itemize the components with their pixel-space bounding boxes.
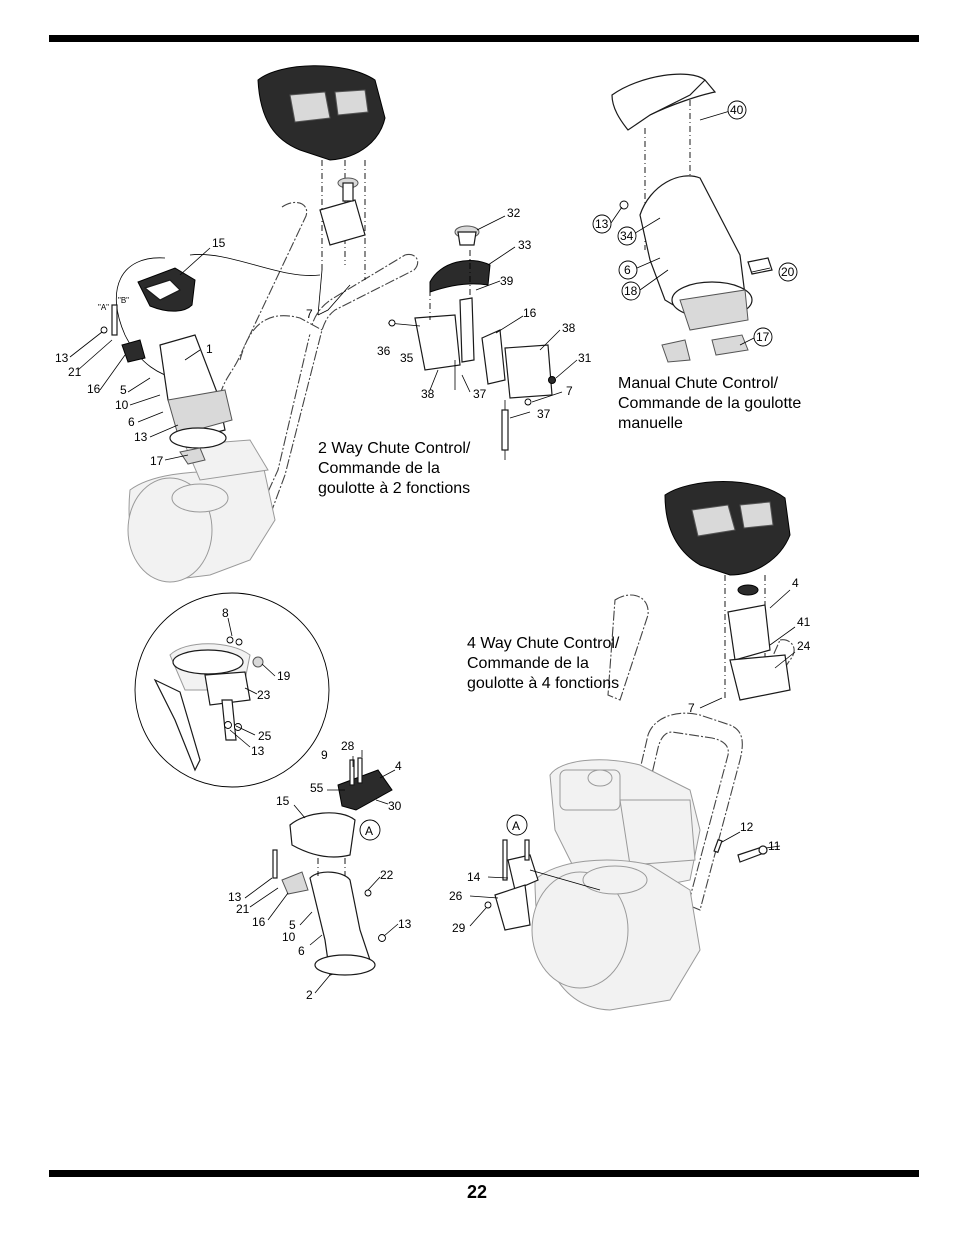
callout: 16 [252,915,266,929]
callout: 13 [595,217,609,231]
callout: 38 [562,321,576,335]
callout: 21 [236,902,250,916]
callout: 19 [277,669,291,683]
callout: 20 [781,265,795,279]
callout: 11 [768,839,781,853]
callout: 29 [452,921,466,935]
callout: 10 [115,398,129,412]
callout: 10 [282,930,296,944]
caption-two-way-line-2: Commande de la [318,460,440,477]
callout: 12 [740,820,754,834]
callout: 15 [276,794,290,808]
four-way-actuator [727,604,771,661]
callouts-inset: 8 19 23 25 13 [222,606,291,758]
callout: 26 [449,889,463,903]
caption-two-way-line-3: goulotte à 2 fonctions [318,480,470,497]
callouts-four-way-chute: 9 28 4 55 30 15 22 13 21 16 5 10 6 13 2 [228,739,412,1002]
callout: 22 [380,868,394,882]
callout: 33 [518,238,532,252]
callout: 13 [398,917,412,931]
caption-manual-line-3: manuelle [618,415,683,432]
caption-manual-line-1: Manual Chute Control/ [618,375,779,392]
caption-four-way-line-2: Commande de la [467,655,589,672]
callout: 17 [756,330,770,344]
callout: 41 [797,615,811,629]
callout: 7 [306,307,313,321]
callout: 23 [257,688,271,702]
callout: 5 [120,383,127,397]
callout: 4 [395,759,402,773]
two-way-control-box [319,199,366,246]
callouts-two-way-assembly: 15 13 21 16 5 1 10 6 13 17 7 [55,236,313,468]
callout: 35 [400,351,414,365]
page-number: 22 [466,1182,488,1202]
four-way-assembly [469,481,796,1011]
callout: 36 [377,344,391,358]
caption-two-way-line-1: 2 Way Chute Control/ [318,440,471,457]
callouts-two-way-detail: 32 33 39 16 38 36 35 31 38 37 7 37 [377,206,592,421]
callout: 16 [523,306,537,320]
four-way-chute [244,750,399,994]
label-b-quote: "B" [118,296,129,305]
top-rule [49,35,919,42]
caption-manual-line-2: Commande de la goulotte [618,395,801,412]
four-way-deflector [289,812,356,858]
callout: 16 [87,382,101,396]
callout: 5 [289,918,296,932]
two-way-assembly [69,65,419,583]
callout: 8 [222,606,229,620]
detail-a-circle-center [359,819,381,841]
two-way-detail [387,215,578,460]
caption-four-way-line-1: 4 Way Chute Control/ [467,635,620,652]
callout: 7 [688,701,695,715]
callout: 13 [251,744,265,758]
callout: 24 [797,639,811,653]
callouts-four-way-assembly: 4 41 24 7 12 11 14 26 29 [449,576,811,935]
callout: 4 [792,576,799,590]
manual-deflector [611,73,717,131]
callout: 9 [321,748,328,762]
callout: 1 [206,342,213,356]
callout: 7 [566,384,573,398]
caption-four-way-line-3: goulotte à 4 fonctions [467,675,619,692]
callout: 14 [467,870,481,884]
callout: 18 [624,284,638,298]
callout: 37 [473,387,487,401]
callout: 2 [306,988,313,1002]
bottom-rule [49,1170,919,1177]
detail-marker-a-center: A [365,824,373,838]
callout: 40 [730,103,744,117]
callout: 17 [150,454,164,468]
label-a-quote: "A" [98,303,109,312]
inset-detail [134,592,330,788]
callout: 15 [212,236,226,250]
callout: 13 [134,430,148,444]
detail-marker-a-right: A [512,819,520,833]
callout: 37 [537,407,551,421]
callouts-manual: 40 13 34 6 18 20 17 [595,103,795,344]
callout: 55 [310,781,324,795]
plate-left [414,314,461,371]
callout: 6 [128,415,135,429]
callout: 6 [624,263,631,277]
callout: 28 [341,739,355,753]
callout: 38 [421,387,435,401]
callout: 13 [55,351,69,365]
detail-markers: A A "A" "B" [98,296,520,838]
callout: 25 [258,729,272,743]
callout: 21 [68,365,82,379]
callout: 32 [507,206,521,220]
callout: 34 [620,229,634,243]
captions: 2 Way Chute Control/ Commande de la goul… [318,375,801,692]
manual-chute [592,73,798,363]
callout: 6 [298,944,305,958]
callout: 31 [578,351,592,365]
plate-right [504,344,553,399]
callout: 39 [500,274,514,288]
callout: 13 [228,890,242,904]
callout: 30 [388,799,402,813]
